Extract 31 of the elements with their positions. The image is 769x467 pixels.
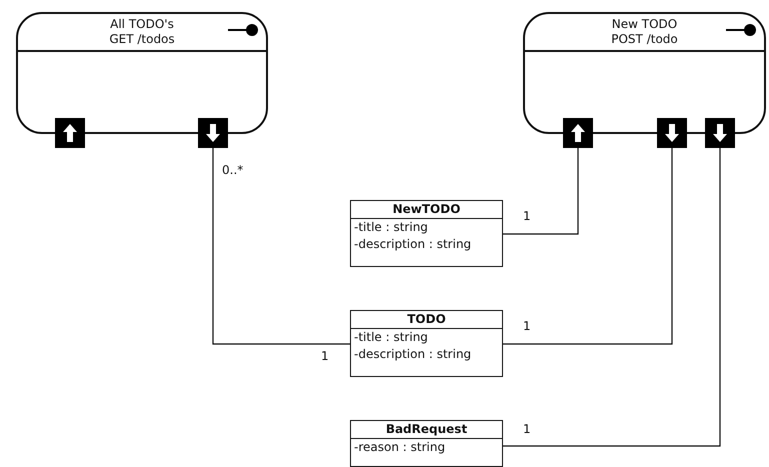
attribute-text: -title : string [353, 329, 429, 346]
resource-label: POST /todo [611, 32, 678, 47]
class-name: TODO [351, 311, 502, 329]
resource-box [523, 12, 766, 134]
port-box [563, 118, 593, 148]
attribute-text: -title : string [353, 219, 429, 236]
multiplicity-label: 0..* [222, 163, 244, 177]
association-line [503, 148, 673, 345]
port-box [55, 118, 85, 148]
port-box [657, 118, 687, 148]
resource-label: All TODO's [110, 17, 174, 32]
association-line [503, 148, 721, 447]
multiplicity-label: 1 [523, 422, 531, 436]
association-line [212, 148, 350, 345]
resource-label: GET /todos [109, 32, 175, 47]
attribute-text: -reason : string [353, 439, 446, 456]
attribute-text: -description : string [353, 346, 472, 363]
multiplicity-label: 1 [523, 209, 531, 223]
class-box [350, 310, 503, 377]
association-line [503, 148, 579, 235]
attribute-text: -description : string [353, 236, 472, 253]
class-name: NewTODO [351, 201, 502, 219]
resource-label: New TODO [612, 17, 678, 32]
resource-box [16, 12, 268, 134]
multiplicity-label: 1 [523, 319, 531, 333]
class-box [350, 200, 503, 267]
class-box [350, 420, 503, 467]
class-name: BadRequest [351, 421, 502, 439]
port-box [705, 118, 735, 148]
port-box [198, 118, 228, 148]
multiplicity-label: 1 [321, 349, 329, 363]
